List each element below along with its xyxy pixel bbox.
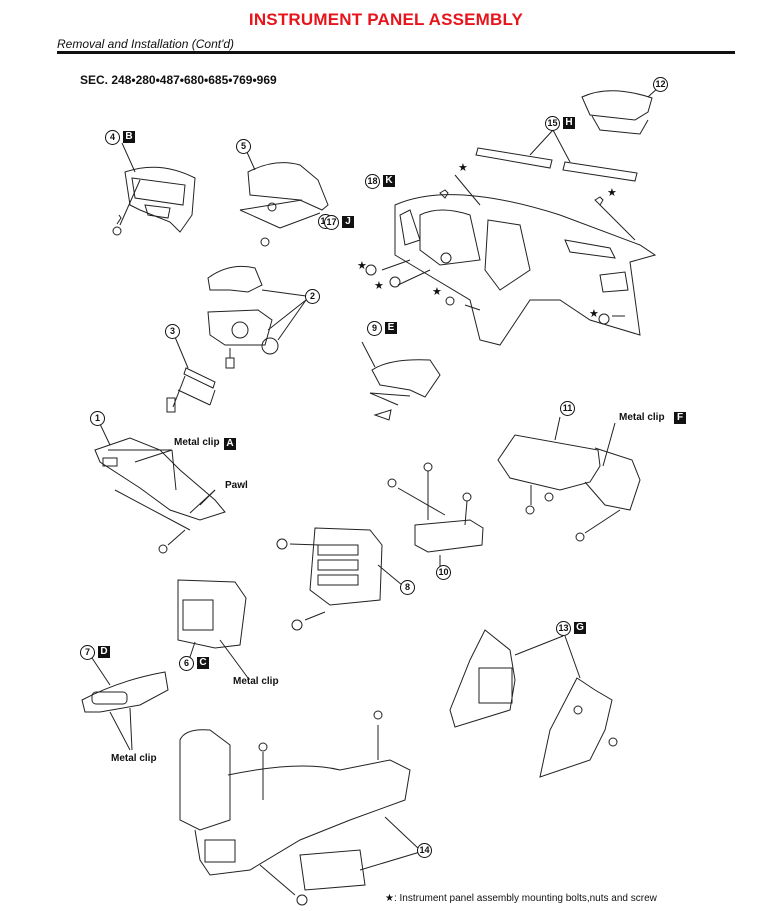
callout-11: 11	[560, 401, 575, 416]
star-marker: ★	[432, 286, 442, 298]
part-7-shift-finisher	[81, 654, 169, 751]
label-metal-clip-d: Metal clip	[111, 753, 157, 764]
part-1-finisher	[94, 423, 226, 554]
label-metal-clip-a: Metal clip	[174, 437, 220, 448]
star-marker: ★	[589, 308, 599, 320]
callout-10: 10	[436, 565, 451, 580]
callout-14: 14	[417, 843, 432, 858]
part-12-passenger-airbag	[581, 85, 661, 135]
ref-letter-a: A	[224, 438, 236, 450]
section-codes: SEC. 248•280•487•680•685•769•969	[80, 73, 277, 87]
ref-letter-h: H	[563, 117, 575, 129]
part-10-control-unit	[387, 462, 484, 570]
callout-18: 18	[365, 174, 380, 189]
legend: ★: Instrument panel assembly mounting bo…	[385, 893, 657, 904]
callout-6: 6	[179, 656, 194, 671]
part-13-side-panels	[449, 629, 618, 778]
legend-text: : Instrument panel assembly mounting bol…	[393, 893, 657, 904]
label-pawl: Pawl	[225, 480, 248, 491]
header-rule	[57, 51, 735, 54]
star-marker: ★	[357, 260, 367, 272]
callout-4: 4	[105, 130, 120, 145]
part-14-center-console	[179, 710, 421, 906]
callout-13: 13	[556, 621, 571, 636]
ref-letter-d: D	[98, 646, 110, 658]
part-9-finisher	[361, 341, 441, 421]
legend-star-icon: ★	[385, 893, 394, 904]
callout-3: 3	[165, 324, 180, 339]
part-15-defroster-grille	[475, 129, 638, 182]
part-5-lid	[239, 149, 329, 247]
part-6-cluster-lid-c	[177, 579, 249, 679]
ref-letter-k: K	[383, 175, 395, 187]
star-marker: ★	[607, 187, 617, 199]
ref-letter-g: G	[574, 622, 586, 634]
star-marker: ★	[374, 280, 384, 292]
star-marker: ★	[458, 162, 468, 174]
page-title: INSTRUMENT PANEL ASSEMBLY	[248, 10, 524, 29]
part-2-column-cover	[207, 265, 307, 369]
callout-9: 9	[367, 321, 382, 336]
instrument-panel	[365, 174, 657, 346]
callout-1: 1	[90, 411, 105, 426]
part-4-cluster-lid	[112, 142, 196, 236]
callout-5: 5	[236, 139, 251, 154]
callout-7: 7	[80, 645, 95, 660]
ref-letter-f: F	[674, 412, 686, 424]
ref-letter-e: E	[385, 322, 397, 334]
part-3-bracket	[166, 336, 216, 413]
label-metal-clip-c: Metal clip	[233, 676, 279, 687]
part-11-glove-box	[497, 416, 641, 542]
ref-letter-b: B	[123, 131, 135, 143]
callout-12: 12	[653, 77, 668, 92]
section-subtitle: Removal and Installation (Cont'd)	[57, 37, 235, 51]
part-8-audio-unit	[276, 527, 403, 631]
callout-17: 17	[324, 215, 339, 230]
label-metal-clip-f: Metal clip	[619, 412, 665, 423]
callout-15: 15	[545, 116, 560, 131]
callout-2: 2	[305, 289, 320, 304]
ref-letter-j: J	[342, 216, 354, 228]
callout-8: 8	[400, 580, 415, 595]
ref-letter-c: C	[197, 657, 209, 669]
